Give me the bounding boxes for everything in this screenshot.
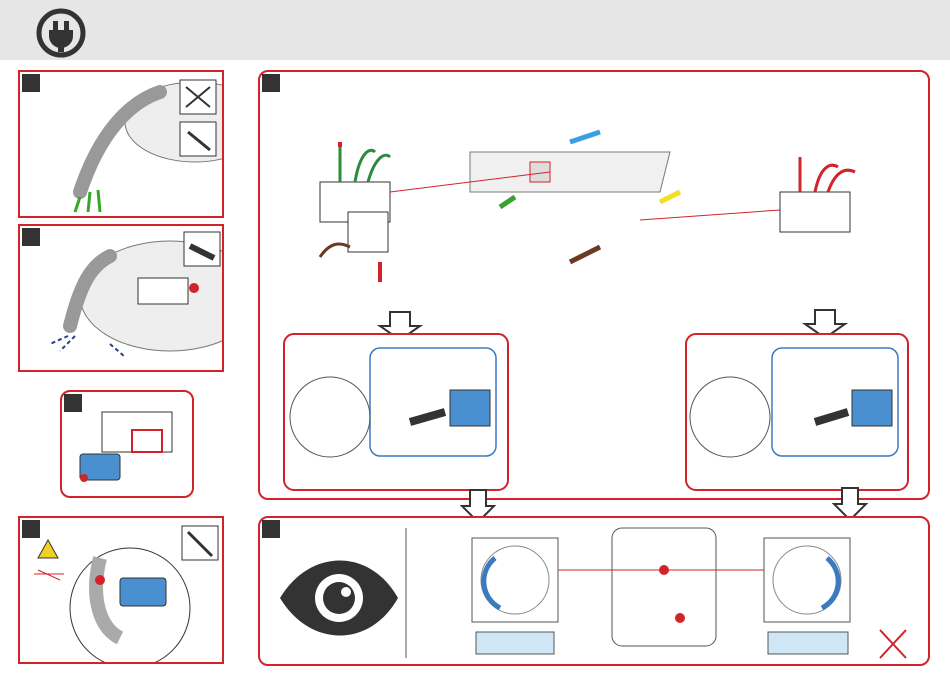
step-2-crimp-panel bbox=[18, 224, 224, 372]
step-3-illustration bbox=[62, 392, 192, 496]
step-1-illustration bbox=[20, 72, 222, 216]
step-5-installation-panel bbox=[258, 70, 930, 500]
electric-hazard-icon bbox=[38, 540, 58, 558]
step-4-illustration bbox=[20, 518, 222, 662]
eye-icon bbox=[280, 561, 398, 636]
header-bar bbox=[0, 0, 950, 60]
step-6-check-panel bbox=[258, 516, 930, 666]
step-2-illustration bbox=[20, 226, 222, 370]
step-5-illustration bbox=[260, 72, 928, 498]
step-3-connector-panel bbox=[60, 390, 194, 498]
power-plug-icon bbox=[36, 8, 86, 58]
step-6-illustration bbox=[260, 518, 928, 664]
step-4-terminal-panel bbox=[18, 516, 224, 664]
cross-icon bbox=[880, 630, 906, 658]
step-1-strip-cable-panel bbox=[18, 70, 224, 218]
